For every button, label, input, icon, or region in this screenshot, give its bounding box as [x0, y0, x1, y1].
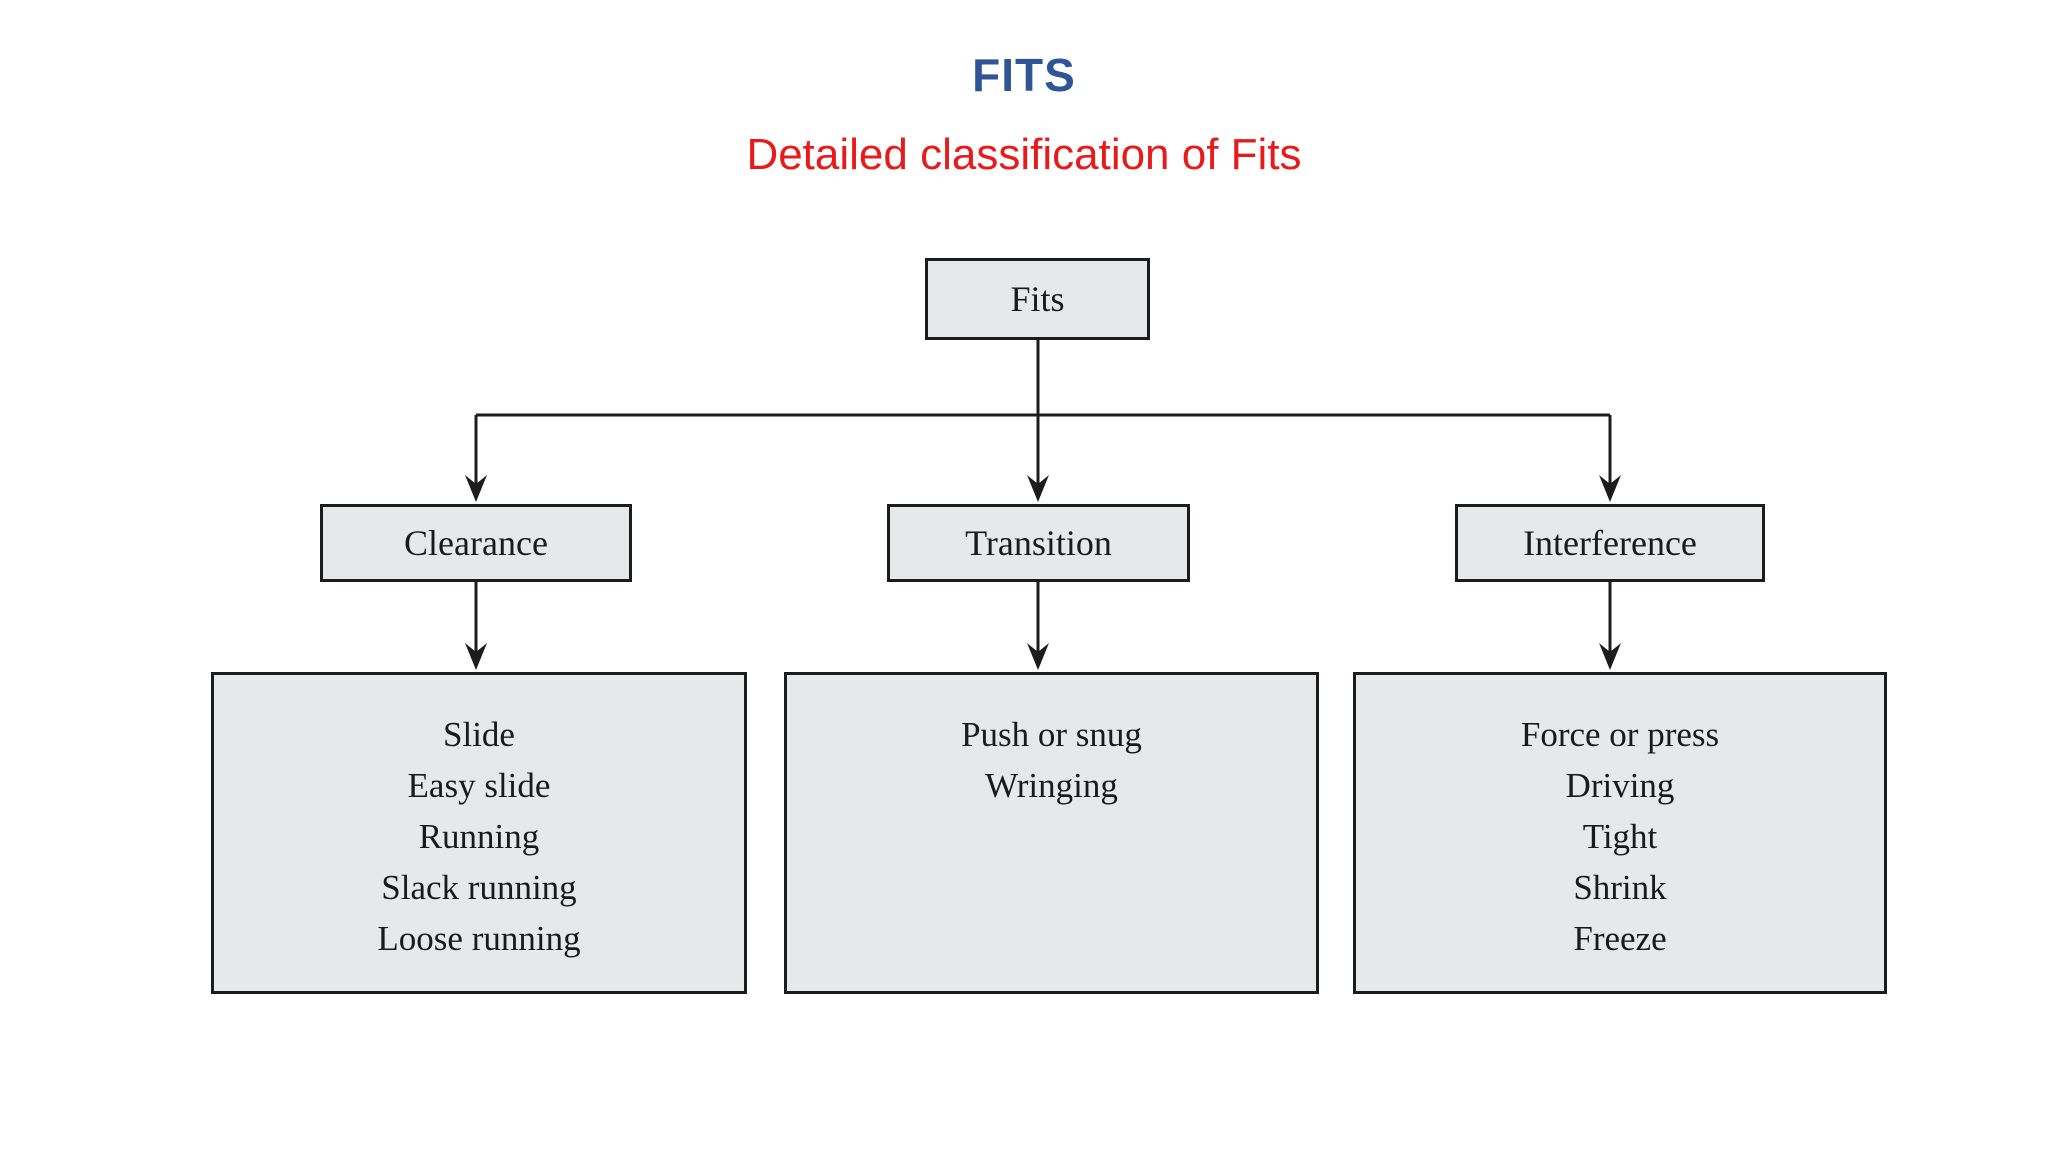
list-clearance-types: Slide Easy slide Running Slack running L… [211, 672, 747, 994]
node-interference: Interference [1455, 504, 1765, 582]
page-subtitle: Detailed classification of Fits [746, 130, 1302, 179]
list-item: Slide [443, 715, 515, 754]
arrowhead-icon [1599, 475, 1621, 502]
list-item: Push or snug [961, 715, 1142, 754]
page-title: FITS [972, 49, 1076, 101]
arrowhead-icon [465, 643, 487, 670]
node-fits-label: Fits [1010, 279, 1065, 319]
node-fits: Fits [925, 258, 1150, 340]
arrowhead-icon [1599, 643, 1621, 670]
arrowhead-icon [465, 475, 487, 502]
list-item: Force or press [1520, 715, 1720, 754]
list-item: Wringing [985, 766, 1118, 805]
list-item: Running [418, 817, 540, 856]
node-transition: Transition [887, 504, 1190, 582]
node-clearance-label: Clearance [404, 523, 548, 563]
node-transition-label: Transition [965, 523, 1112, 563]
list-item: Slack running [381, 868, 577, 907]
list-item: Shrink [1573, 868, 1667, 907]
list-item: Freeze [1573, 919, 1667, 958]
list-item: Tight [1582, 817, 1658, 856]
list-item: Easy slide [407, 766, 551, 805]
node-clearance: Clearance [320, 504, 632, 582]
arrowhead-icon [1027, 643, 1049, 670]
list-item: Loose running [377, 919, 581, 958]
node-interference-label: Interference [1523, 523, 1697, 563]
arrowhead-icon [1027, 475, 1049, 502]
list-interference-types: Force or press Driving Tight Shrink Free… [1353, 672, 1887, 994]
list-item: Driving [1565, 766, 1675, 805]
list-transition-types: Push or snug Wringing [784, 672, 1319, 994]
